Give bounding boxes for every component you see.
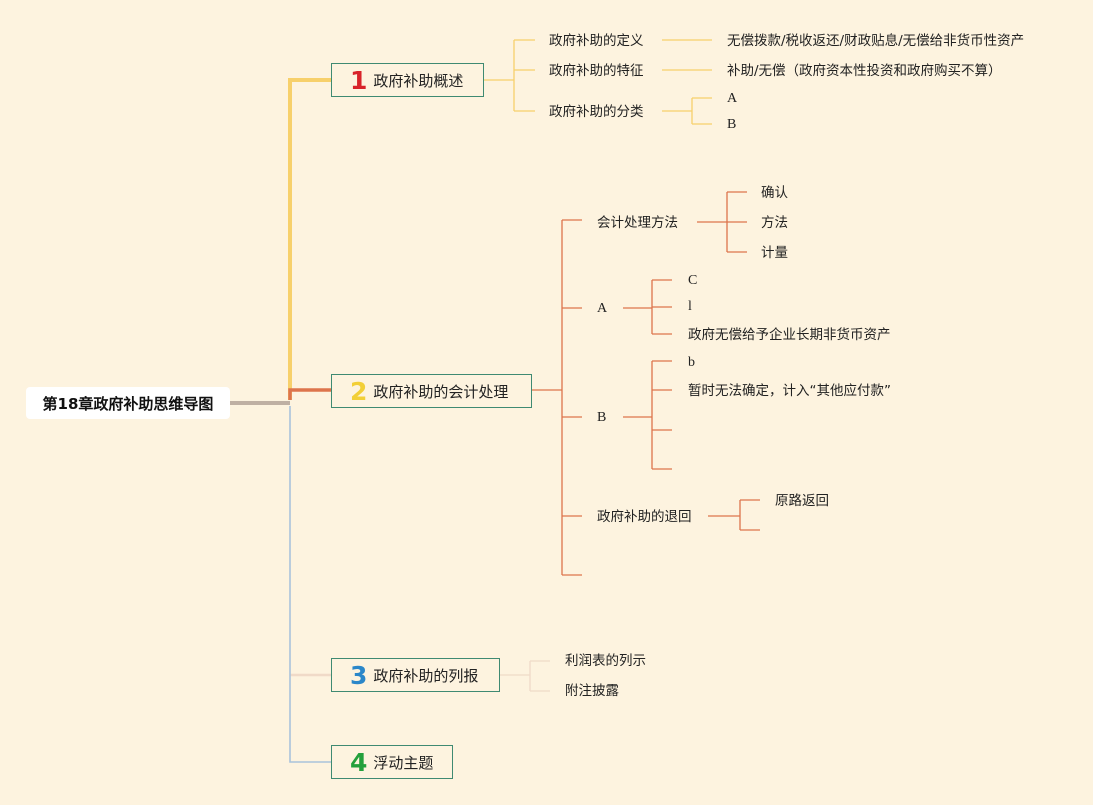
branch-3-sub-links <box>500 660 550 692</box>
topic-3[interactable]: 3 政府补助的列报 <box>331 658 500 692</box>
topic-4-number: 4 <box>350 747 368 777</box>
subtopic-features[interactable]: 政府补助的特征 <box>549 63 644 79</box>
branch-4-link <box>289 406 331 763</box>
leaf-return-original[interactable]: 原路返回 <box>775 493 829 509</box>
topic-1-number: 1 <box>350 65 368 95</box>
leaf-features-detail[interactable]: 补助/无偿（政府资本性投资和政府购买不算） <box>727 63 1002 79</box>
topic-1[interactable]: 1 政府补助概述 <box>331 63 484 97</box>
leaf-b-other-payables[interactable]: 暂时无法确定，计入“其他应付款” <box>688 383 891 399</box>
root-title: 第18章政府补助思维导图 <box>42 394 214 413</box>
leaf-a-l[interactable]: l <box>688 299 692 314</box>
branch-2-leaf-links-b <box>623 279 672 335</box>
leaf-recognition[interactable]: 确认 <box>761 185 788 201</box>
subtopic-b[interactable]: B <box>597 410 607 425</box>
topic-2-number: 2 <box>350 376 368 406</box>
leaf-a-noncash-asset[interactable]: 政府无偿给予企业长期非货币资产 <box>688 327 891 343</box>
leaf-measurement[interactable]: 计量 <box>761 245 788 261</box>
branch-1-leaf-links <box>662 39 712 125</box>
topic-2-label: 政府补助的会计处理 <box>373 382 509 401</box>
topic-3-label: 政府补助的列报 <box>373 666 479 685</box>
subtopic-refund[interactable]: 政府补助的退回 <box>597 509 692 525</box>
leaf-definition-detail[interactable]: 无偿拨款/税收返还/财政贴息/无偿给非货币性资产 <box>727 33 1025 49</box>
topic-4[interactable]: 4 浮动主题 <box>331 745 453 779</box>
subtopic-classification[interactable]: 政府补助的分类 <box>549 104 644 120</box>
leaf-classification-b[interactable]: B <box>727 117 737 132</box>
branch-2-leaf-links-c <box>623 360 672 470</box>
topic-2[interactable]: 2 政府补助的会计处理 <box>331 374 532 408</box>
branch-2-link <box>288 388 331 400</box>
subtopic-notes-disclosure[interactable]: 附注披露 <box>565 683 619 699</box>
topic-4-label: 浮动主题 <box>373 753 434 772</box>
leaf-classification-a[interactable]: A <box>727 91 738 106</box>
leaf-method[interactable]: 方法 <box>761 215 788 231</box>
root-topic[interactable]: 第18章政府补助思维导图 <box>26 387 230 419</box>
branch-2-leaf-links-a <box>697 191 747 253</box>
subtopic-a[interactable]: A <box>597 301 608 316</box>
branch-2-leaf-links-d <box>708 499 760 531</box>
subtopic-definition[interactable]: 政府补助的定义 <box>549 33 644 49</box>
branch-1-sub-links <box>484 39 535 112</box>
subtopic-accounting-method[interactable]: 会计处理方法 <box>597 215 678 231</box>
topic-3-number: 3 <box>350 660 368 690</box>
subtopic-income-statement[interactable]: 利润表的列示 <box>565 653 646 669</box>
leaf-b-b[interactable]: b <box>688 355 695 370</box>
branch-2-sub-links <box>532 219 582 576</box>
leaf-a-c[interactable]: C <box>688 273 698 288</box>
topic-1-label: 政府补助概述 <box>373 71 464 90</box>
branch-1-link <box>288 78 331 400</box>
